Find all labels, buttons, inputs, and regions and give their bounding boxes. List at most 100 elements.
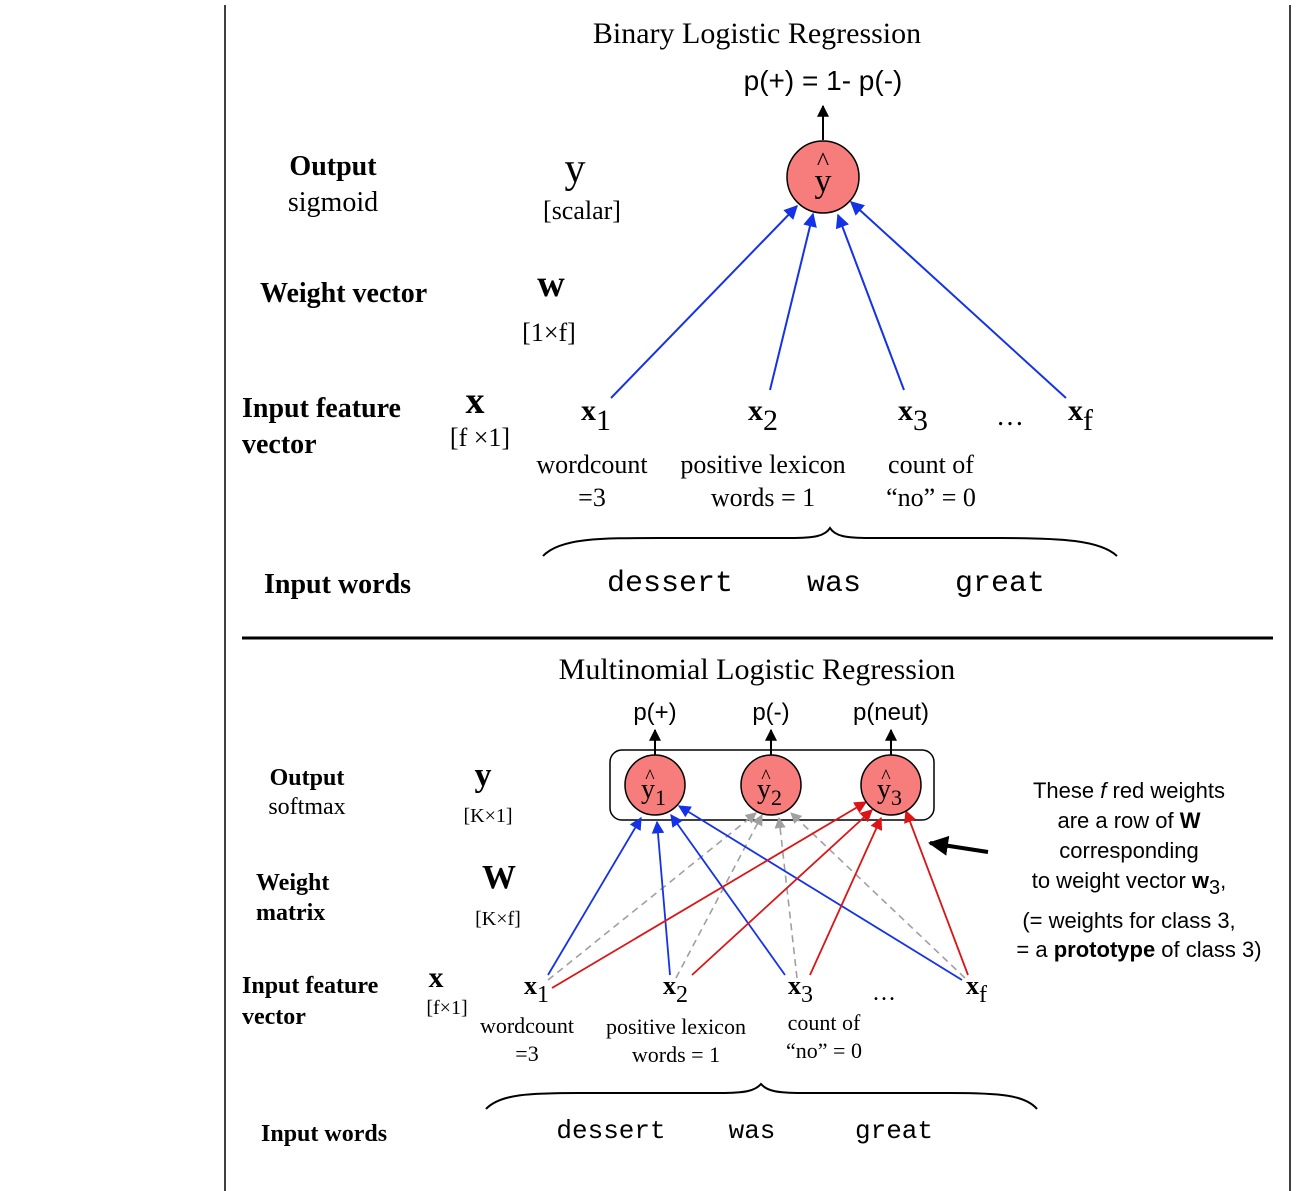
yhat-name: y: [877, 774, 891, 805]
annotation-line6-bold: prototype: [1054, 937, 1155, 962]
svg-text:y1: y1: [641, 774, 666, 810]
binary-brace: [542, 526, 1118, 557]
feature-desc-1: count of: [788, 1010, 861, 1035]
blue-edge-x1-y1: [547, 816, 642, 976]
annotation-line3: corresponding: [1059, 838, 1198, 863]
input-word: great: [855, 1116, 933, 1146]
multi-feature-x1: x1 wordcount =3: [480, 971, 574, 1066]
multi-output-label: Output: [270, 765, 345, 791]
feature-desc-2: =3: [515, 1041, 538, 1066]
binary-x-symbol: x: [466, 380, 485, 422]
multi-input-words: dessert was great: [556, 1116, 933, 1146]
feature-desc-2: words = 1: [632, 1042, 720, 1067]
multi-y-dim: [K×1]: [463, 805, 512, 827]
input-word: was: [807, 567, 861, 601]
yhat-hat: ^: [645, 766, 655, 788]
svg-text:to weight vector w3,: to weight vector w3,: [1032, 868, 1227, 899]
feature-sub: 1: [596, 404, 611, 437]
annotation-line6-post: of class 3): [1155, 937, 1261, 962]
prob-label-1: p(+): [633, 699, 676, 726]
binary-output-node: [786, 140, 860, 214]
multinomial-title: Multinomial Logistic Regression: [559, 653, 956, 686]
binary-output-sub: sigmoid: [288, 187, 378, 218]
binary-feature-x1: x1 wordcount =3: [536, 394, 648, 512]
svg-text:These f red weights: These f red weights: [1033, 778, 1225, 803]
feature-name: x: [898, 394, 913, 427]
feature-sub: 1: [537, 982, 549, 1008]
yhat-sub: 3: [891, 785, 902, 810]
feature-sub: 3: [801, 982, 813, 1008]
multi-weight-label-2: matrix: [256, 900, 325, 926]
annotation-line1-pre: These: [1033, 778, 1100, 803]
feature-name: x: [581, 394, 596, 427]
input-word: dessert: [607, 567, 733, 601]
binary-edge-x2: [769, 212, 817, 391]
feature-desc-1: count of: [888, 450, 974, 479]
yhat-hat: ^: [881, 766, 891, 788]
feature-sub: 2: [763, 404, 778, 437]
red-edge-x2-y3: [691, 809, 873, 976]
output-node-2: ^ y2: [740, 754, 802, 816]
feature-name: x: [663, 971, 676, 1000]
annotation-line4-post: ,: [1220, 868, 1226, 893]
binary-y-symbol: y: [565, 146, 586, 192]
softmax-box: [609, 749, 935, 821]
multi-feature-x2: x2 positive lexicon words = 1: [606, 971, 746, 1067]
red-edge-xf-y3: [904, 809, 969, 976]
svg-text:y3: y3: [877, 774, 902, 810]
annotation-line1-post: red weights: [1106, 778, 1225, 803]
svg-text:= a prototype of class 3): = a prototype of class 3): [1016, 937, 1261, 962]
svg-text:x2: x2: [663, 971, 688, 1008]
output-node-3: ^ y3: [860, 754, 922, 816]
binary-section: Binary Logistic Regression p(+) = 1- p(-…: [242, 17, 1118, 601]
input-word: was: [729, 1116, 776, 1146]
binary-input-words: dessert was great: [607, 567, 1045, 601]
feature-name: x: [524, 971, 537, 1000]
blue-edge-xf-y1: [677, 805, 963, 981]
annotation-line4-bold: w: [1191, 868, 1210, 893]
binary-weight-label: Weight vector: [260, 278, 427, 309]
feature-name: x: [788, 971, 801, 1000]
annotation-line1-italic: f: [1100, 778, 1109, 803]
feature-desc-2: “no” = 0: [786, 1038, 862, 1063]
red-edge-x1-y3: [551, 801, 868, 989]
multi-y-symbol: y: [475, 757, 492, 794]
svg-text:x1: x1: [524, 971, 549, 1008]
binary-output-label: Output: [289, 151, 377, 182]
gray-edge-x3-y2: [774, 816, 798, 979]
gray-edge-x1-y2: [547, 812, 757, 981]
annotation-line5: (= weights for class 3,: [1022, 908, 1235, 933]
feature-name: x: [966, 971, 979, 1000]
feature-desc-2: =3: [578, 483, 606, 512]
blue-edge-x3-y1: [670, 813, 786, 976]
binary-feature-xf: xf: [1068, 394, 1093, 437]
svg-text:x2: x2: [748, 394, 778, 437]
binary-edge-x3: [835, 213, 905, 391]
binary-ellipsis: …: [996, 401, 1024, 432]
multi-output-sub: softmax: [268, 794, 345, 820]
binary-edge-xf: [849, 201, 1067, 399]
binary-x-dim: [f ×1]: [450, 423, 510, 452]
feature-desc-1: positive lexicon: [680, 450, 845, 479]
binary-output-prob: p(+) = 1- p(-): [744, 65, 903, 96]
multi-brace: [485, 1082, 1038, 1110]
binary-input-label-2: vector: [242, 429, 317, 460]
output-node-1: ^ y1: [624, 754, 686, 816]
binary-yhat: y: [815, 163, 832, 200]
feature-sub: f: [979, 982, 987, 1008]
binary-yhat-hat: ^: [817, 147, 829, 176]
multi-weight-label-1: Weight: [256, 870, 329, 896]
multi-ellipsis: …: [872, 980, 896, 1006]
gray-edge-x2-y2: [675, 814, 763, 979]
feature-name: x: [748, 394, 763, 427]
binary-w-symbol: w: [537, 263, 565, 305]
multi-w-symbol: W: [482, 859, 516, 896]
yhat-name: y: [757, 774, 771, 805]
svg-text:xf: xf: [1068, 394, 1093, 437]
feature-desc-1: wordcount: [480, 1013, 574, 1038]
multi-x-symbol: x: [429, 961, 444, 994]
binary-feature-x2: x2 positive lexicon words = 1: [680, 394, 845, 512]
prob-label-3: p(neut): [853, 699, 929, 726]
binary-input-label-1: Input feature: [242, 393, 401, 424]
